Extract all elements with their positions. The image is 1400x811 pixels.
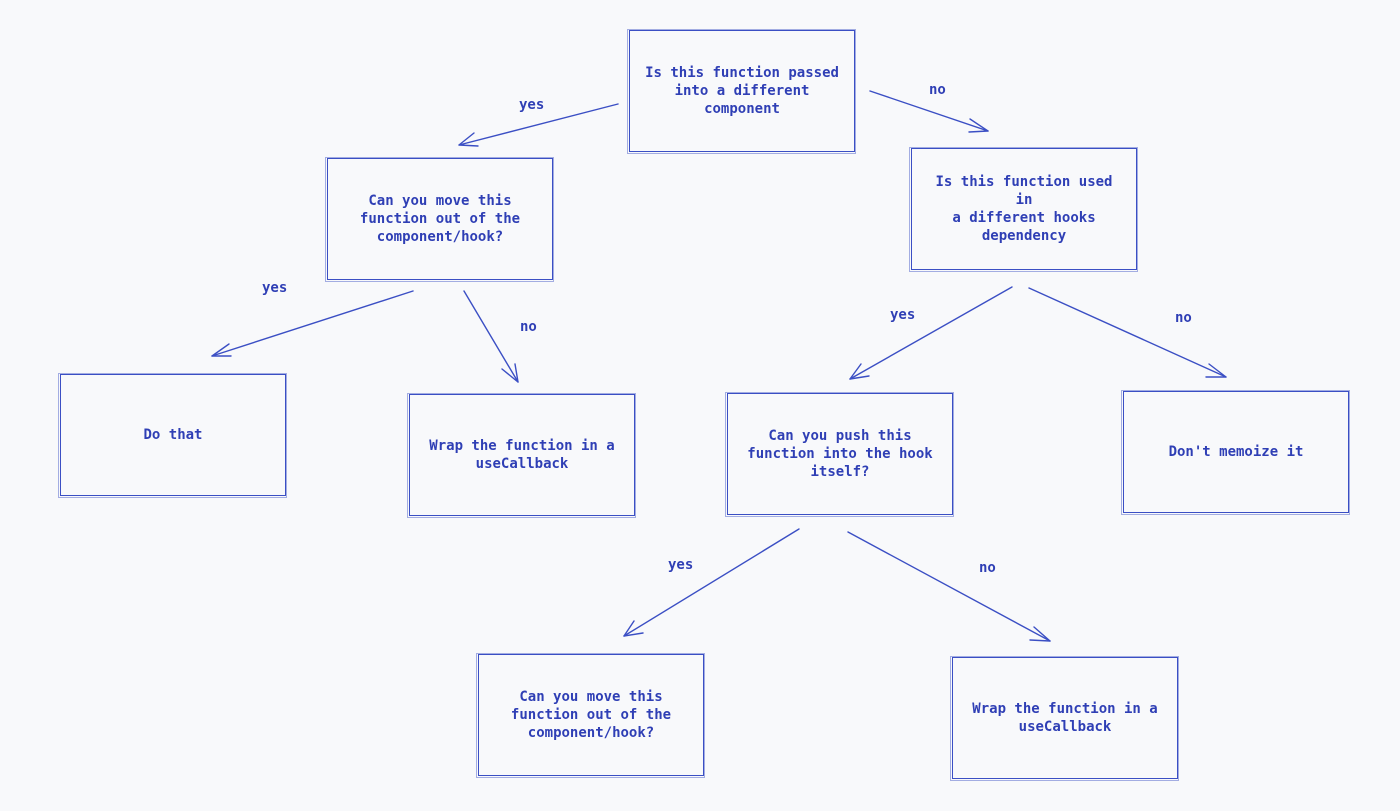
node-dont-memoize: Don't memoize it — [1121, 390, 1350, 515]
node-wrap-usecallback-2: Wrap the function in a useCallback — [950, 656, 1179, 781]
node-do-that: Do that — [58, 373, 287, 498]
edge-label-yes: yes — [262, 280, 288, 296]
node-push-into-hook: Can you push this function into the hook… — [725, 392, 954, 517]
edge-move-out-to-wrap — [463, 290, 519, 383]
node-passed-to-component: Is this function passed into a different… — [627, 29, 856, 154]
edge-label-no: no — [979, 560, 996, 576]
node-wrap-usecallback: Wrap the function in a useCallback — [407, 393, 636, 518]
node-hooks-dependency: Is this function used in a different hoo… — [909, 147, 1138, 272]
node-move-function-out: Can you move this function out of the co… — [325, 157, 554, 282]
edge-label-yes: yes — [890, 307, 916, 323]
edge-label-no: no — [520, 319, 537, 335]
edge-push-hook-to-move-out — [623, 528, 800, 637]
edge-label-no: no — [1175, 310, 1192, 326]
edge-hooks-dep-to-dont-memoize — [1028, 287, 1227, 378]
edge-label-no: no — [929, 82, 946, 98]
edge-push-hook-to-wrap — [847, 531, 1051, 642]
edge-label-yes: yes — [519, 97, 545, 113]
edge-hooks-dep-to-push-hook — [849, 286, 1013, 380]
edge-move-out-to-do-that — [211, 290, 414, 357]
edge-label-yes: yes — [668, 557, 694, 573]
node-move-function-out-2: Can you move this function out of the co… — [476, 653, 705, 778]
